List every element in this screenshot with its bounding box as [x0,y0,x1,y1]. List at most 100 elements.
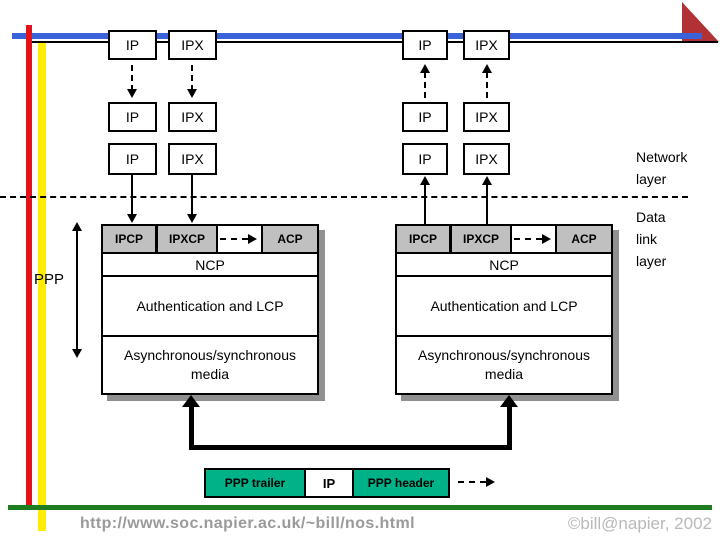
ipx-box-label: IPX [475,109,498,125]
ipxcp-box-label: IPXCP [462,232,499,246]
up-arrow-line [486,72,488,98]
acp-box-label: ACP [277,232,303,246]
bottom-green-line [8,505,712,510]
network-layer-label: Network layer [636,146,687,190]
ipx-box: IPX [463,143,510,175]
ip-box: IP [402,102,448,132]
frame-direction-arrow-line [458,481,486,483]
media-row-label-line1: Asynchronous/synchronous [418,347,590,363]
media-connector-left-line [189,406,194,450]
data-link-layer-label-line2: link [636,231,658,247]
ncp-control-row: IPCP IPXCP ACP [101,224,319,254]
acp-box-label: ACP [571,232,597,246]
ppp-stack-right: IPCP IPXCP ACP NCP Authentication and LC… [395,224,613,395]
ppp-trailer-box: PPP trailer [204,468,306,498]
up-arrowhead-icon [420,64,430,73]
down-arrowhead-icon [187,89,197,98]
right-arrowhead-icon [486,477,495,487]
ip-box-label: IP [125,151,140,167]
left-yellow-line [38,43,46,531]
ip-box-label: IP [418,151,432,167]
up-arrow-line [424,72,426,98]
ip-box-label: IP [125,37,140,53]
ipx-box: IPX [463,30,510,60]
top-blue-line [12,33,702,39]
ppp-header-box-label: PPP header [367,476,435,490]
up-arrowhead-icon [72,222,82,231]
ipx-box: IPX [168,30,217,60]
ipcp-box-label: IPCP [408,232,437,246]
auth-lcp-row: Authentication and LCP [103,277,317,335]
ipxcp-box: IPXCP [156,224,218,254]
down-arrow-line [131,65,133,91]
down-arrowhead-icon [127,89,137,98]
ip-payload-box: IP [304,468,354,498]
acp-box: ACP [261,224,319,254]
ppp-extent-arrow-line [76,229,78,350]
ncp-row-label: NCP [489,256,519,273]
up-arrowhead-icon [182,395,200,407]
top-black-hairline [30,41,718,43]
acp-dashed-arrow-line [514,238,542,240]
ncp-row: NCP [103,252,317,277]
media-connector-bottom-line [189,445,512,450]
ipcp-box-label: IPCP [114,232,143,246]
down-arrowhead-icon [72,349,82,358]
up-arrowhead-icon [482,176,492,185]
acp-box: ACP [555,224,613,254]
layer-separator-dashed-line [0,196,688,198]
media-connector-right-line [507,406,512,450]
auth-lcp-row-label: Authentication and LCP [136,298,284,314]
ipx-box-label: IPX [181,151,204,167]
ipx-box: IPX [168,143,217,175]
ip-box-label: IP [418,109,432,125]
ppp-header-box: PPP header [352,468,450,498]
ppp-label: PPP [34,271,65,288]
ncp-row-label: NCP [195,256,225,273]
media-row-label-line2: media [484,366,524,382]
ipx-box-label: IPX [181,37,204,53]
right-arrowhead-icon [542,234,551,244]
media-row: Asynchronous/synchronous media [397,335,611,393]
up-arrowhead-icon [482,64,492,73]
up-arrow-line [486,184,488,224]
media-row: Asynchronous/synchronous media [103,335,317,393]
copyright-label: ©bill@napier, 2002 [567,514,712,533]
ipxcp-box-label: IPXCP [168,232,205,246]
auth-lcp-row-label: Authentication and LCP [430,298,578,314]
up-arrow-line [424,184,426,224]
auth-lcp-row: Authentication and LCP [397,277,611,335]
down-arrowhead-icon [127,214,137,223]
up-arrowhead-icon [420,176,430,185]
left-red-line [26,25,32,507]
down-arrow-line [191,175,193,215]
ip-box: IP [108,102,157,132]
down-arrowhead-icon [187,214,197,223]
network-layer-label-line1: Network [636,149,688,165]
ip-box: IP [402,143,448,175]
ipx-box-label: IPX [475,37,498,53]
ncp-control-row: IPCP IPXCP ACP [395,224,613,254]
ipx-box: IPX [168,102,217,132]
ip-box: IP [402,30,448,60]
acp-dashed-arrow-line [220,238,248,240]
ip-payload-box-label: IP [322,475,336,491]
right-arrowhead-icon [248,234,257,244]
data-link-layer-label: Data link layer [636,206,666,272]
footer-url-link[interactable]: http://www.soc.napier.ac.uk/~bill/nos.ht… [80,515,415,532]
ppp-stack-left: IPCP IPXCP ACP NCP Authentication and LC… [101,224,319,395]
ip-box-label: IP [418,37,432,53]
ipxcp-box: IPXCP [450,224,512,254]
ipcp-box: IPCP [395,224,451,254]
ipx-box-label: IPX [181,109,204,125]
data-link-layer-label-line3: layer [636,253,667,269]
up-arrowhead-icon [500,395,518,407]
ipcp-box: IPCP [101,224,157,254]
down-arrow-line [131,175,133,215]
media-row-label-line1: Asynchronous/synchronous [124,347,296,363]
network-layer-label-line2: layer [636,171,667,187]
ipx-box-label: IPX [475,151,498,167]
ip-box: IP [108,143,157,175]
ncp-row: NCP [397,252,611,277]
